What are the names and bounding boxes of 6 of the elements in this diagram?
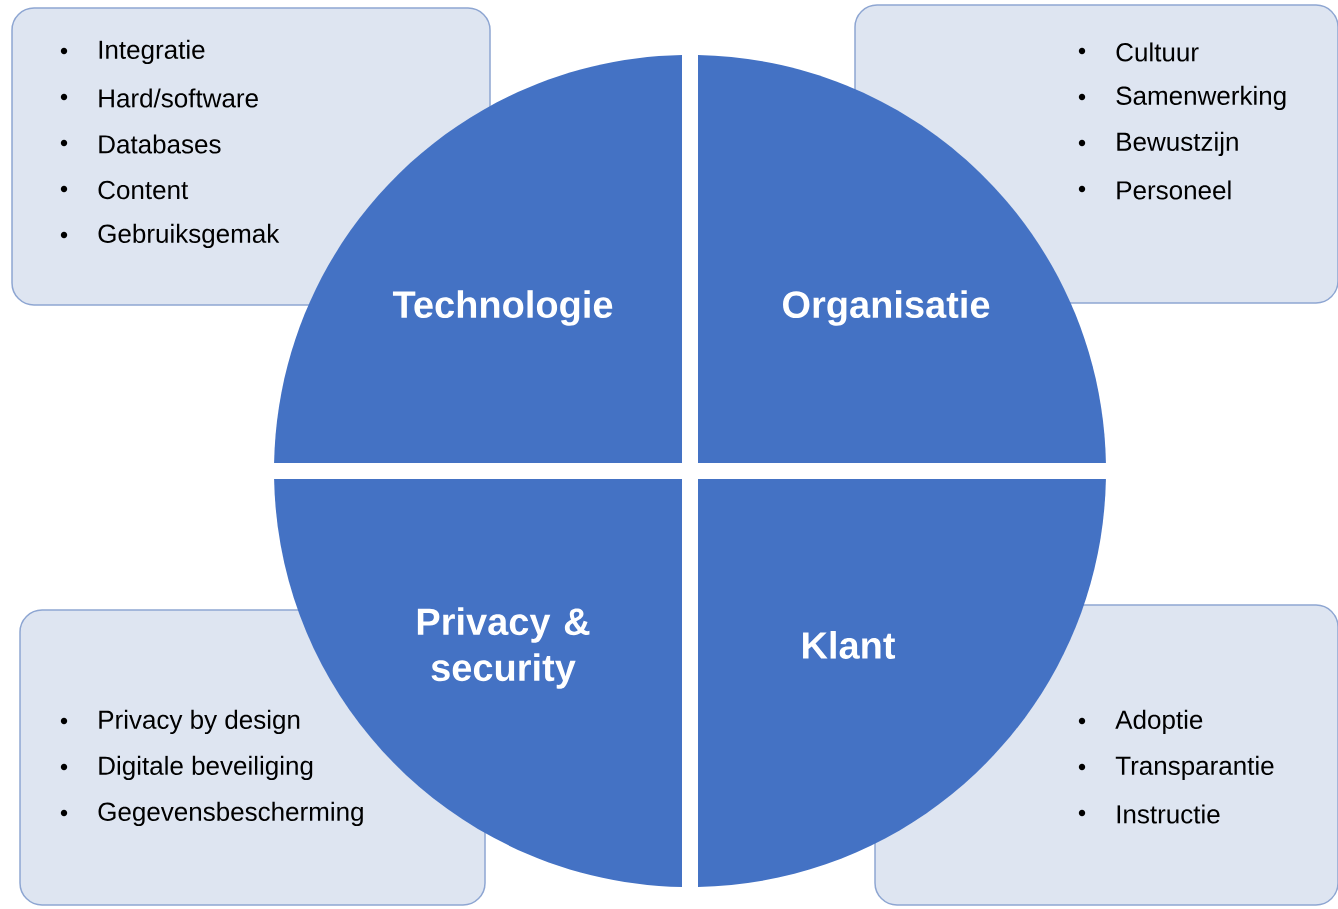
- circle-quadrant: Klant: [698, 479, 1106, 887]
- bullet-item: Hard/software: [60, 88, 258, 108]
- bullet-item: Content: [60, 180, 189, 200]
- circle-quadrant: Organisatie: [698, 55, 1106, 463]
- bullet-item: Databases: [60, 134, 221, 154]
- bullet-item: Integratie: [60, 39, 205, 65]
